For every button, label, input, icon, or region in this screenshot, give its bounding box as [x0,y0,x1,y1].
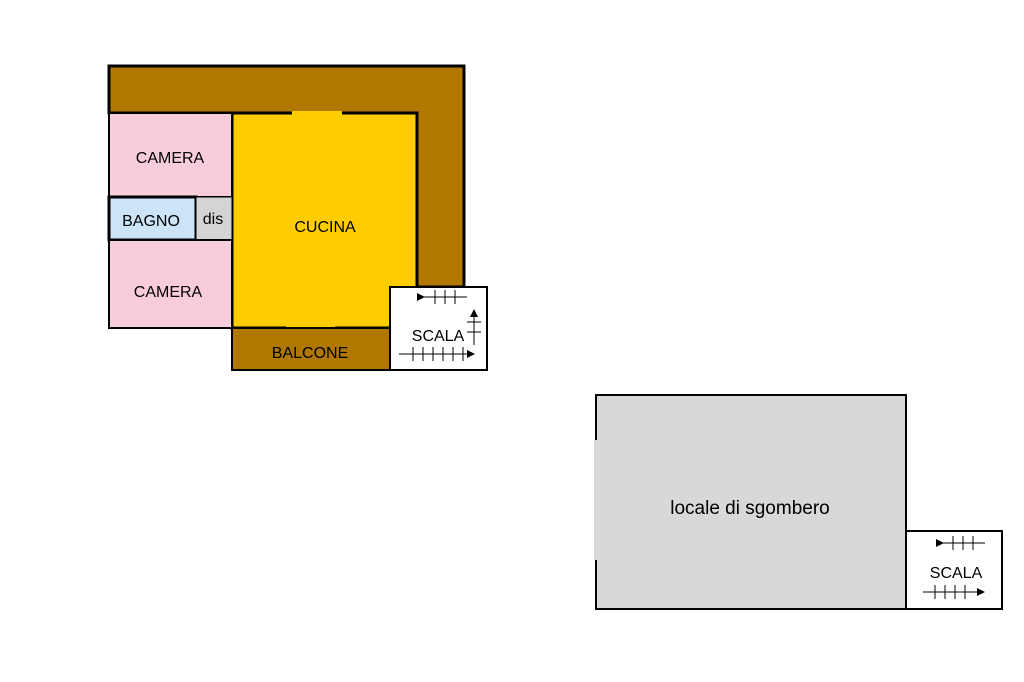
label-camera-top: CAMERA [136,150,205,167]
stair-arrows-icon [923,536,985,599]
room-camera-top [108,112,233,198]
label-locale-sgombero: locale di sgombero [670,498,829,519]
label-bagno: BAGNO [122,213,180,230]
stair-arrows-icon [399,290,481,361]
label-camera-bottom: CAMERA [134,284,203,301]
room-scala-lower [905,530,1003,610]
label-scala-lower: SCALA [930,565,983,582]
lower-floor-plan: locale di sgombero SCALA [594,394,1003,610]
label-balcone: BALCONE [272,345,348,362]
room-locale-sgombero [595,394,907,610]
upper-floor-plan: CAMERA BAGNO dis CAMERA CUCINA BALCONE S… [107,64,488,371]
label-dis: dis [203,211,223,228]
label-scala-upper: SCALA [412,328,465,345]
room-camera-bottom [108,239,233,329]
label-cucina: CUCINA [294,219,356,236]
room-balcone [231,327,391,371]
